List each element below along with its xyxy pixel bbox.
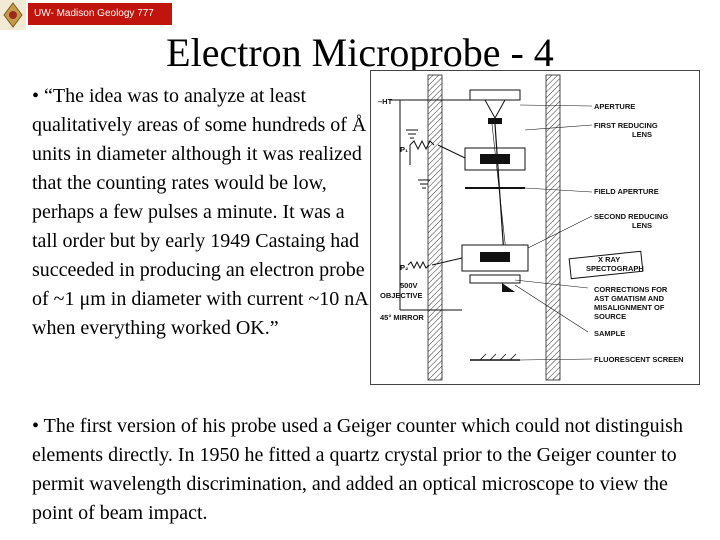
label-p1: P₁ — [400, 145, 408, 154]
label-aperture: APERTURE — [594, 102, 635, 111]
bullet-history-quote: • “The idea was to analyze at least qual… — [32, 85, 368, 339]
label-second-lens-1: SECOND REDUCING — [594, 212, 668, 221]
label-first-lens-2: LENS — [632, 130, 652, 139]
bullet-geiger-counter: • The first version of his probe used a … — [32, 415, 683, 524]
label-xray-1: X RAY — [598, 255, 620, 264]
page-title: Electron Microprobe - 4 — [166, 30, 554, 75]
label-field-aperture: FIELD APERTURE — [594, 187, 659, 196]
xray-spectrograph-box — [568, 250, 644, 280]
university-logo — [0, 0, 26, 30]
label-xray-2: SPECTOGRAPH — [586, 264, 644, 273]
label-ht: –HT — [378, 97, 393, 106]
course-badge: UW- Madison Geology 777 — [28, 3, 172, 25]
column-wall-left — [427, 74, 443, 381]
label-first-lens-1: FIRST REDUCING — [594, 121, 658, 130]
label-p2: P₂ — [400, 263, 408, 272]
microprobe-schematic-diagram: –HT P₁ P₂ 500V OBJECTIVE 45° MIRROR APER… — [370, 70, 700, 385]
label-second-lens-2: LENS — [632, 221, 652, 230]
label-fluorescent-screen: FLUORESCENT SCREEN — [594, 355, 684, 364]
label-corrections-4: SOURCE — [594, 312, 626, 321]
label-objective: OBJECTIVE — [380, 291, 423, 300]
label-mirror: 45° MIRROR — [380, 313, 424, 322]
column-wall-right — [545, 74, 561, 381]
label-corrections-2: AST GMATISM AND — [594, 294, 665, 303]
label-corrections-3: MISALIGNMENT OF — [594, 303, 665, 312]
label-500v: 500V — [400, 281, 418, 290]
label-sample: SAMPLE — [594, 329, 625, 338]
label-corrections-1: CORRECTIONS FOR — [594, 285, 668, 294]
